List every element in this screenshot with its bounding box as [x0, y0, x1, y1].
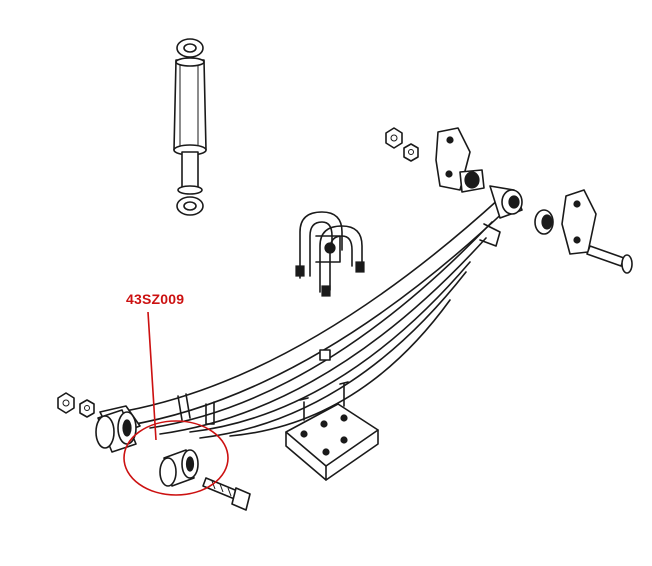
u-bolt-icon — [295, 211, 365, 297]
leaf-spring-icon — [99, 185, 523, 439]
shackle-icon — [435, 127, 485, 193]
callout-highlight-circle — [123, 420, 229, 496]
shackle-icon — [561, 189, 597, 255]
nut-icon — [79, 399, 95, 418]
nut-icon — [403, 143, 419, 162]
bolt-icon — [202, 477, 251, 511]
shock-absorber-icon — [173, 38, 207, 216]
spring-eye-bushing-icon — [95, 409, 137, 453]
bolt-icon — [586, 245, 633, 274]
nut-icon — [57, 392, 75, 414]
spring-eye-bushing-icon — [159, 449, 199, 487]
callout-leader-line — [147, 311, 157, 441]
part-number-label: 43SZ009 — [126, 291, 185, 307]
spring-plate-icon — [285, 381, 379, 481]
nut-icon — [385, 127, 403, 149]
spring-eye-bushing-icon — [534, 209, 554, 235]
